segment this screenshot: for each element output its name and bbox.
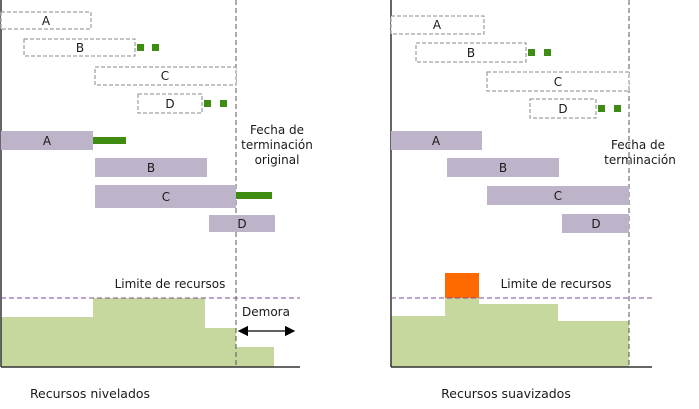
left-planned-task-a: A bbox=[0, 11, 92, 30]
left-planned-label-b: B bbox=[76, 41, 84, 55]
left-delay-label: Demora bbox=[242, 305, 290, 319]
left-actual-slack-c bbox=[236, 192, 272, 199]
right-planned-bar-b bbox=[415, 42, 527, 63]
right-resource-block-1 bbox=[391, 316, 445, 367]
left-actual-bar-d bbox=[209, 215, 275, 232]
right-slack-b-1 bbox=[528, 49, 535, 56]
right-planned-bar-a bbox=[390, 15, 485, 35]
left-actual-bar-a bbox=[1, 131, 93, 150]
left-actual-bar-c bbox=[95, 185, 236, 208]
right-planned-bar-c bbox=[486, 71, 630, 92]
right-actual-label-a: A bbox=[432, 134, 441, 148]
left-planned-bar-d bbox=[137, 93, 203, 114]
left-deadline-label-line-3: original bbox=[255, 153, 300, 167]
left-planned-bar-b bbox=[23, 38, 136, 57]
right-deadline-label: Fecha de terminación bbox=[604, 138, 676, 167]
left-slack-b-1 bbox=[137, 44, 144, 51]
right-diagram: Limite de recursos Fecha de terminación … bbox=[390, 0, 676, 401]
left-actual-label-a: A bbox=[43, 134, 52, 148]
right-resource-block-3 bbox=[479, 304, 558, 367]
left-deadline-label: Fecha de terminación original bbox=[241, 123, 313, 167]
right-deadline-label-line-2: terminación bbox=[604, 153, 676, 167]
left-delay-annotation: Demora bbox=[237, 305, 296, 337]
right-actual-bar-c bbox=[487, 186, 629, 205]
left-actual-label-b: B bbox=[147, 161, 155, 175]
right-actual-bar-a bbox=[391, 131, 482, 150]
right-actual-bar-d bbox=[562, 214, 629, 233]
left-diagram: Limite de recursos Fecha de terminación … bbox=[0, 0, 313, 401]
left-resource-block-1 bbox=[1, 317, 93, 367]
left-deadline-label-line-2: terminación bbox=[241, 138, 313, 152]
left-resource-block-delay bbox=[236, 347, 274, 367]
left-actual-label-c: C bbox=[162, 190, 170, 204]
left-caption: Recursos nivelados bbox=[30, 386, 150, 401]
left-planned-task-c: C bbox=[94, 66, 237, 86]
right-actual-task-c: C bbox=[487, 186, 629, 205]
left-actual-task-b: B bbox=[95, 158, 207, 177]
right-planned-label-c: C bbox=[554, 75, 562, 89]
right-resource-limit-label: Limite de recursos bbox=[501, 277, 612, 291]
right-deadline-label-line-1: Fecha de bbox=[611, 138, 665, 152]
right-actual-bar-b bbox=[447, 158, 559, 177]
right-planned-task-b: B bbox=[415, 42, 551, 63]
left-deadline-label-line-1: Fecha de bbox=[250, 123, 304, 137]
left-resource-histogram bbox=[1, 298, 274, 367]
left-resource-limit-label: Limite de recursos bbox=[115, 277, 226, 291]
left-planned-bar-c bbox=[94, 66, 237, 86]
right-planned-task-c: C bbox=[486, 71, 630, 92]
right-resource-block-2 bbox=[445, 298, 479, 367]
right-actual-label-b: B bbox=[499, 161, 507, 175]
right-planned-task-a: A bbox=[390, 15, 485, 35]
right-slack-d-1 bbox=[598, 105, 605, 112]
left-actual-slack-a bbox=[93, 137, 126, 144]
left-actual-label-d: D bbox=[237, 217, 246, 231]
right-resource-block-4 bbox=[558, 321, 629, 367]
right-planned-label-b: B bbox=[467, 46, 475, 60]
left-actual-bar-b bbox=[95, 158, 207, 177]
left-planned-label-d: D bbox=[165, 97, 174, 111]
left-planned-task-b: B bbox=[23, 38, 159, 57]
right-planned-label-d: D bbox=[558, 102, 567, 116]
left-slack-b-2 bbox=[152, 44, 159, 51]
left-resource-block-3 bbox=[205, 328, 236, 367]
left-slack-d-1 bbox=[204, 100, 211, 107]
left-actual-task-d: D bbox=[209, 215, 275, 232]
left-actual-task-c: C bbox=[95, 185, 272, 208]
left-planned-label-a: A bbox=[42, 14, 51, 28]
right-actual-task-a: A bbox=[391, 131, 482, 150]
left-planned-task-d: D bbox=[137, 93, 227, 114]
right-actual-label-d: D bbox=[591, 217, 600, 231]
right-caption: Recursos suavizados bbox=[441, 386, 571, 401]
right-slack-d-2 bbox=[614, 105, 621, 112]
left-actual-task-a: A bbox=[1, 131, 126, 150]
right-resource-histogram bbox=[391, 273, 629, 367]
left-planned-bar-a bbox=[0, 11, 92, 30]
right-actual-task-d: D bbox=[562, 214, 629, 233]
left-slack-d-2 bbox=[220, 100, 227, 107]
right-planned-label-a: A bbox=[433, 18, 442, 32]
left-planned-label-c: C bbox=[161, 69, 169, 83]
left-resource-block-2 bbox=[93, 298, 205, 367]
right-actual-task-b: B bbox=[447, 158, 559, 177]
right-slack-b-2 bbox=[544, 49, 551, 56]
right-planned-task-d: D bbox=[529, 98, 621, 119]
right-actual-label-c: C bbox=[554, 189, 562, 203]
right-planned-bar-d bbox=[529, 98, 597, 119]
right-resource-overload bbox=[445, 273, 479, 298]
